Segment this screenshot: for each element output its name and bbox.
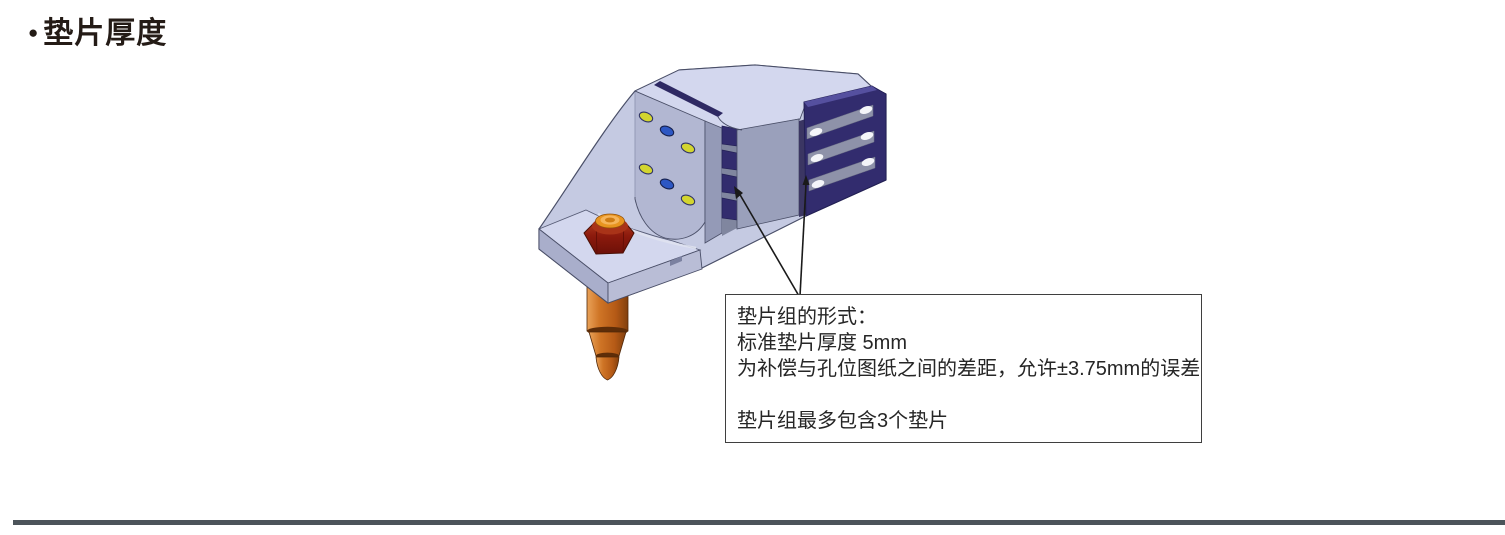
mounting-hole-blue-1 [659, 125, 675, 137]
plate-edge-notch [670, 256, 682, 266]
top-shim-groove [654, 81, 723, 117]
leader-arrows [734, 175, 810, 297]
note-line-4: 垫片组最多包含3个垫片 [737, 410, 949, 432]
screw-highlight-4 [860, 131, 874, 141]
shim-tab-2 [721, 149, 738, 171]
nut-cap-core [605, 217, 615, 223]
shim-slot-3 [808, 156, 876, 192]
shim-edge-tabs [721, 125, 738, 221]
rear-block-face [736, 118, 800, 230]
leader-arrow-right-head [802, 175, 810, 185]
screw-highlight-3 [810, 153, 824, 163]
hex-nut [583, 213, 635, 255]
shim-tab-1 [721, 125, 738, 147]
mounting-hole-yellow-4 [680, 194, 696, 206]
shim-slot-1 [806, 104, 874, 140]
shim-note-box: 垫片组的形式： 标准垫片厚度 5mm 为补偿与孔位图纸之间的差距，允许±3.75… [725, 294, 1202, 443]
mounting-hole-blue-2 [659, 178, 675, 190]
mounting-holes [638, 111, 696, 206]
screw-highlight-6 [861, 157, 875, 167]
pin-taper [588, 331, 627, 357]
section-heading: ● 垫片厚度 [28, 8, 167, 52]
heading-bullet-icon: ● [28, 22, 39, 42]
screw-highlight-1 [809, 127, 823, 137]
mounting-hole-yellow-3 [638, 163, 654, 175]
pin-tip [595, 356, 620, 381]
shim-tab-4 [721, 197, 738, 221]
bottom-divider [13, 520, 1505, 525]
note-line-3: 为补偿与孔位图纸之间的差距，允许±3.75mm的误差 [737, 358, 1201, 380]
note-line-2: 标准垫片厚度 5mm [737, 332, 907, 354]
mounting-hole-yellow-1 [638, 111, 654, 123]
screw-highlight-5 [811, 179, 825, 189]
section-heading-text: 垫片厚度 [43, 17, 168, 50]
shim-slots [806, 104, 876, 192]
shim-tab-3 [721, 173, 738, 195]
slot-screw-highlights [809, 105, 875, 189]
leader-arrow-left-shaft [738, 192, 800, 297]
front-block-side-face [704, 120, 723, 244]
plate-right-face [607, 249, 703, 304]
note-line-1: 垫片组的形式： [737, 306, 877, 328]
mounting-hole-yellow-2 [680, 142, 696, 154]
arm-corner-curve [717, 116, 743, 131]
leader-arrow-right-shaft [799, 183, 807, 297]
note-line-blank [737, 382, 1195, 408]
shim-stack-top-face [804, 86, 877, 107]
shim-slot-2 [807, 130, 875, 166]
leader-arrow-left-head [734, 186, 743, 199]
screw-highlight-2 [859, 105, 873, 115]
